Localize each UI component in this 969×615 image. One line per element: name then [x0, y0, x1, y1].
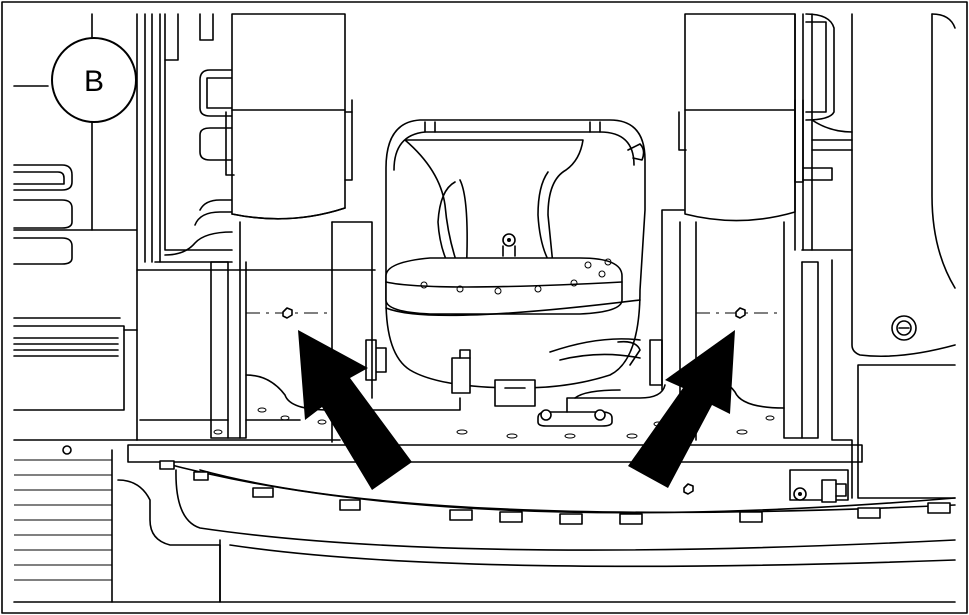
right-machine-body	[683, 13, 956, 503]
central-housing	[385, 119, 666, 427]
slewing-ring	[13, 460, 956, 603]
center-mounting-plate	[127, 221, 863, 463]
callout-label: B	[84, 65, 104, 98]
right-mast-assembly	[649, 13, 853, 441]
right-pointer-arrow	[628, 330, 735, 488]
callout-circle: B	[51, 37, 137, 123]
left-machine-body	[13, 13, 221, 603]
left-mast-assembly	[144, 13, 353, 443]
left-pointer-arrow	[298, 330, 412, 490]
